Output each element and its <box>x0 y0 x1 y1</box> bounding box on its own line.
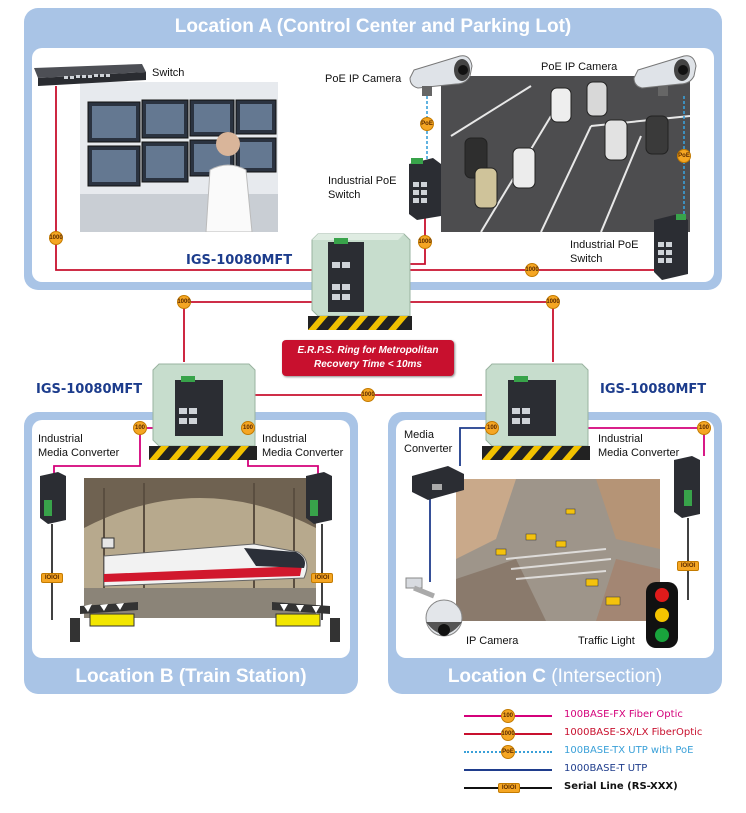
serial-badge-b-right: IOIOI <box>311 573 333 583</box>
location-b-title: Location B (Train Station) <box>75 666 307 687</box>
legend: 100 100BASE-FX Fiber Optic 1000 1000BASE-SX… <box>460 708 740 808</box>
location-c-title: Location C (Intersection) <box>388 666 722 688</box>
c-media-converter-line2: Converter <box>404 443 453 455</box>
b-converter-left-line1: Industrial <box>38 433 83 445</box>
ring-badge-bottom: 1000 <box>361 388 375 402</box>
igs-top-box-icon <box>308 233 412 330</box>
legend-badge: PoE <box>501 745 515 759</box>
ip-camera-icon <box>405 577 463 637</box>
c-media-converter-line1: Media <box>404 429 434 441</box>
poe-camera-right-icon <box>633 55 697 96</box>
ind-poe-switch-right-line2: Switch <box>570 253 603 265</box>
b-converter-right-icon <box>306 472 332 524</box>
b-converter-right-label: Industrial Media Converter <box>262 432 343 460</box>
ind-poe-switch-left-icon <box>409 158 441 220</box>
c-utp-converter <box>459 427 492 466</box>
ind-poe-switch-left-label: Industrial PoE Switch <box>328 174 396 202</box>
ring-badge-right: 1000 <box>546 295 560 309</box>
ind-poe-switch-left-line1: Industrial PoE <box>328 175 397 187</box>
parking-lot-image <box>441 76 690 232</box>
ind-poe-switch-right-icon <box>654 214 688 280</box>
train-image <box>84 478 316 618</box>
legend-label: 100BASE-FX Fiber Optic <box>564 709 683 720</box>
legend-row: PoE 100BASE-TX UTP with PoE <box>460 744 740 760</box>
poe-camera-left-label: PoE IP Camera <box>325 73 402 85</box>
fx-badge-c-right: 100 <box>697 421 711 435</box>
c-media-converter-label: Media Converter <box>404 428 452 456</box>
platform-sign <box>101 537 115 549</box>
erps-ring-banner: E.R.P.S. Ring for Metropolitan Recovery … <box>282 340 454 376</box>
poe-camera-left-icon <box>409 55 473 96</box>
intersection-photo <box>456 479 660 621</box>
c-ind-converter-label: Industrial Media Converter <box>598 432 679 460</box>
switch-to-igs-fiber <box>55 86 335 271</box>
igs-left-box-icon <box>149 363 257 460</box>
erps-ring-banner-line1: E.R.P.S. Ring for Metropolitan <box>297 345 439 356</box>
b-converter-right-line1: Industrial <box>262 433 307 445</box>
train-station-photo <box>84 478 316 618</box>
c-ind-converter-line2: Media Converter <box>598 447 680 459</box>
switch-label: Switch <box>152 67 185 79</box>
legend-label: Serial Line (RS-XXX) <box>564 781 678 792</box>
legend-line-swatch <box>464 769 552 771</box>
fiber-badge-switch: 1000 <box>49 231 63 245</box>
igs-right-model-label: IGS-10080MFT <box>600 382 707 397</box>
ind-poe-switch-right-line1: Industrial PoE <box>570 239 639 251</box>
location-a-title: Location A (Control Center and Parking L… <box>174 16 572 37</box>
legend-row: IOIOI Serial Line (RS-XXX) <box>460 780 740 796</box>
legend-row: 1000 1000BASE-SX/LX FiberOptic <box>460 726 740 742</box>
traffic-light-icon <box>646 582 678 648</box>
poe-badge-camera-right: PoE <box>677 149 691 163</box>
fx-badge-c-left: 100 <box>485 421 499 435</box>
fiber-badge-poe-right: 1000 <box>525 263 539 277</box>
control-room-image <box>80 82 278 232</box>
b-converter-left-label: Industrial Media Converter <box>38 432 119 460</box>
c-ind-converter-line1: Industrial <box>598 433 643 445</box>
poe-badge-camera-left: PoE <box>420 117 434 131</box>
legend-badge: 1000 <box>501 727 515 741</box>
location-c-title-sub: (Intersection) <box>551 666 663 687</box>
igs-right-box-icon <box>482 363 590 460</box>
legend-badge: IOIOI <box>498 783 520 793</box>
control-center-photo <box>80 82 278 232</box>
location-c-title-main: Location C <box>447 666 546 687</box>
intersection-image <box>456 479 660 621</box>
poe-camera-right-label: PoE IP Camera <box>541 61 618 73</box>
legend-row: 1000BASE-T UTP <box>460 762 740 778</box>
b-converter-right-line2: Media Converter <box>262 447 344 459</box>
b-fiber-left <box>53 427 170 476</box>
legend-label: 1000BASE-T UTP <box>564 763 648 774</box>
b-converter-left-icon <box>40 472 66 524</box>
legend-row: 100 100BASE-FX Fiber Optic <box>460 708 740 724</box>
ind-poe-switch-left-line2: Switch <box>328 189 361 201</box>
ip-camera-label: IP Camera <box>466 635 519 647</box>
legend-label: 1000BASE-SX/LX FiberOptic <box>564 727 703 738</box>
c-ind-converter-icon <box>674 456 700 518</box>
ring-badge-left: 1000 <box>177 295 191 309</box>
legend-label: 100BASE-TX UTP with PoE <box>564 745 694 756</box>
erps-ring-banner-line2: Recovery Time < 10ms <box>314 359 422 370</box>
traffic-light-label: Traffic Light <box>578 635 635 647</box>
igs-top-model-label: IGS-10080MFT <box>186 253 293 268</box>
fiber-badge-poe-left: 1000 <box>418 235 432 249</box>
b-barrier-icon <box>70 602 340 642</box>
serial-badge-c: IOIOI <box>677 561 699 571</box>
legend-badge: 100 <box>501 709 515 723</box>
parking-lot-photo <box>441 76 690 232</box>
ind-poe-switch-right-label: Industrial PoE Switch <box>570 238 638 266</box>
fx-badge-b-left: 100 <box>133 421 147 435</box>
b-converter-left-line2: Media Converter <box>38 447 120 459</box>
fx-badge-b-right: 100 <box>241 421 255 435</box>
c-media-converter-icon <box>412 466 464 500</box>
igs-left-model-label: IGS-10080MFT <box>36 382 143 397</box>
switch-icon <box>34 64 146 86</box>
serial-badge-b-left: IOIOI <box>41 573 63 583</box>
